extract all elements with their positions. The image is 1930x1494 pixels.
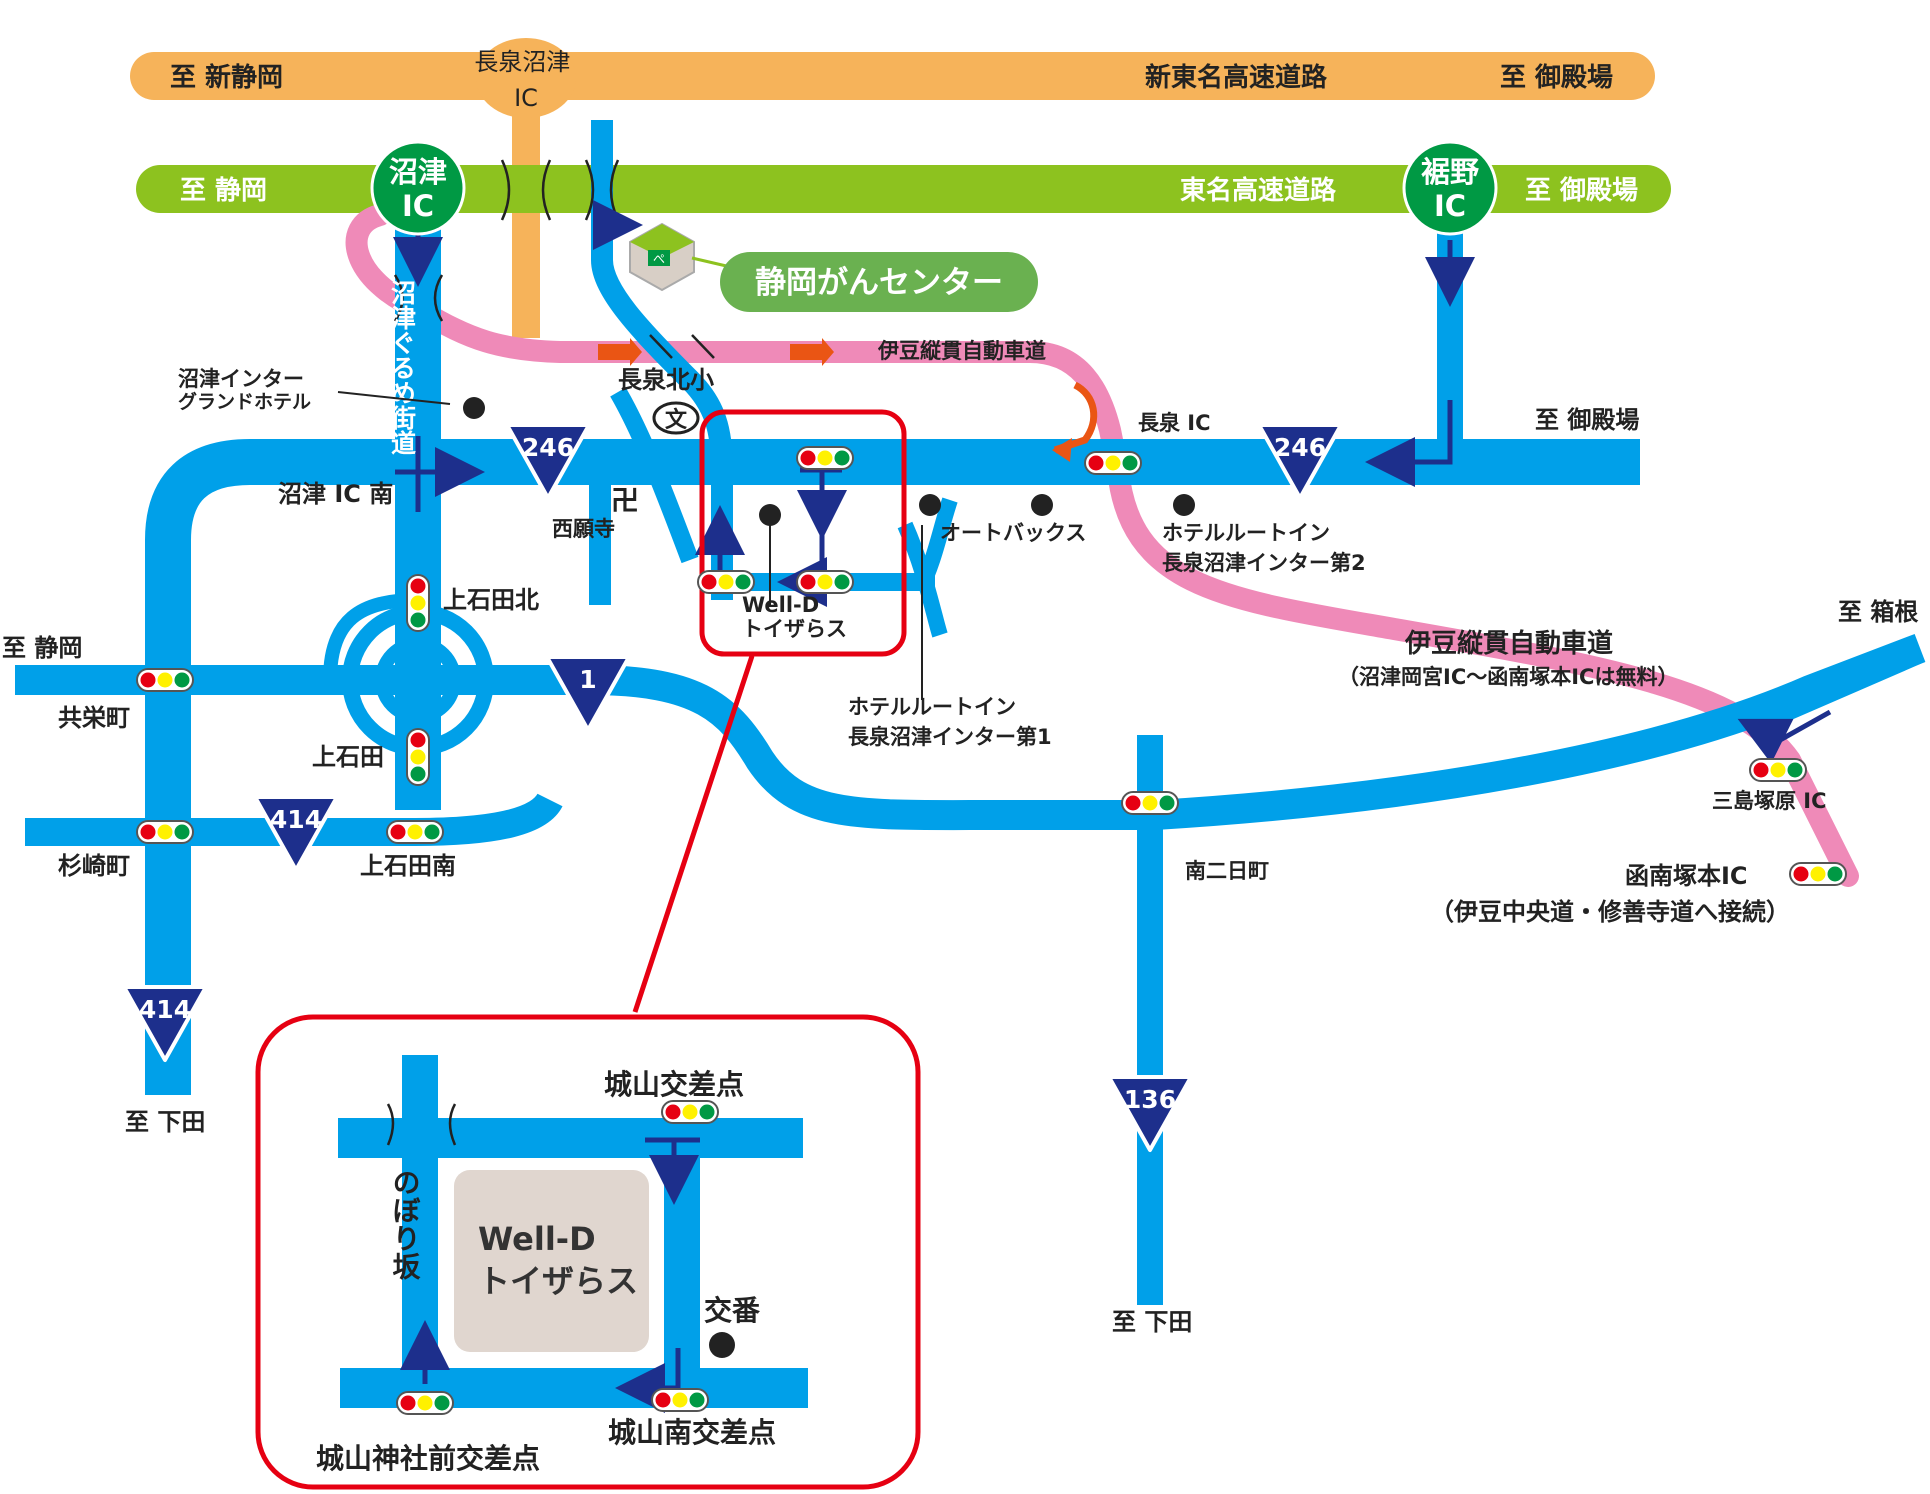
inset-koban: 交番 xyxy=(704,1294,761,1327)
svg-text:トイザらス: トイザらス xyxy=(742,617,847,641)
label-to-shizuoka-top: 至 静岡 xyxy=(180,175,267,206)
izu-jukan-expressway xyxy=(345,204,1859,887)
orange-arrows xyxy=(598,338,834,366)
svg-text:414: 414 xyxy=(139,995,191,1024)
tomei-expressway: 至 静岡 東名高速道路 至 御殿場 xyxy=(136,165,1671,213)
svg-text:トイザらス: トイザらス xyxy=(478,1262,638,1300)
highlight-box xyxy=(699,409,907,657)
route-1-road xyxy=(15,633,1926,831)
label-kamiishida: 上石田 xyxy=(312,743,384,771)
label-izu-jukan-note: （沼津岡宮IC〜函南塚本ICは無料） xyxy=(1338,665,1678,689)
inset-building xyxy=(454,1170,649,1352)
svg-text:1: 1 xyxy=(579,665,596,694)
marker-welld xyxy=(759,504,781,526)
orange-curve-arrowhead xyxy=(1052,438,1072,462)
label-shin-tomei: 新東名高速道路 xyxy=(1145,62,1328,93)
label-to-gotemba-246: 至 御殿場 xyxy=(1535,406,1639,434)
svg-text:136: 136 xyxy=(1124,1085,1176,1114)
route-1-shield: 1 xyxy=(545,655,631,732)
inset-road-right xyxy=(664,1150,700,1382)
inset-shiroyama: 城山交差点 xyxy=(604,1068,744,1101)
svg-text:文: 文 xyxy=(665,407,688,433)
label-nagaizumi-kita: 長泉北小 xyxy=(618,366,714,394)
shin-tomei-expressway: 至 新静岡 新東名高速道路 至 御殿場 xyxy=(130,52,1655,100)
label-izu-jukan-2: 伊豆縦貫自動車道 xyxy=(1404,628,1613,659)
marker-koban xyxy=(709,1332,735,1358)
label-welld: Well-D xyxy=(742,593,819,617)
orange-curve-arrow xyxy=(1053,381,1098,454)
numazu-ic: 沼津 IC xyxy=(370,140,466,236)
svg-text:長泉沼津インター第2: 長泉沼津インター第2 xyxy=(1162,551,1366,575)
cancer-center: ぺ 静岡がんセンター xyxy=(629,222,1038,312)
svg-text:ぺ: ぺ xyxy=(653,252,665,266)
inset-map: Well-D トイザらス のぼり坂 城山交差点 交番 城山南交差点 城山神社前交… xyxy=(255,1014,921,1490)
nagaizumi-connector xyxy=(512,90,540,338)
label-nagaizumi-ic: 長泉 IC xyxy=(1138,411,1211,435)
cancer-center-road xyxy=(591,120,733,600)
susono-ic: 裾野 IC xyxy=(1402,140,1498,236)
label-mishima-tsukahara: 三島塚原 IC xyxy=(1712,789,1827,813)
school-icon: 文 xyxy=(652,401,700,435)
marker-hotel-2-a xyxy=(1031,494,1053,516)
label-minami-futsukacho: 南二日町 xyxy=(1185,859,1269,883)
loop-ramp-2 xyxy=(375,637,461,723)
route-136-shield: 136 xyxy=(1107,1075,1193,1152)
label-cancer-center: 静岡がんセンター xyxy=(755,265,1003,301)
inset-shiroyama-jinja: 城山神社前交差点 xyxy=(316,1442,540,1475)
label-to-shizuoka: 至 静岡 xyxy=(2,634,82,662)
label-to-shimoda-right: 至 下田 xyxy=(1112,1308,1192,1336)
label-numazu-inter-hotel: 沼津インター xyxy=(178,367,304,391)
route-246-road xyxy=(145,439,1640,1095)
nagaizumi-kita-road xyxy=(610,387,699,564)
label-autobacs: オートバックス xyxy=(940,521,1086,545)
label-kyoeicho: 共栄町 xyxy=(58,704,130,732)
svg-text:グランドホテル: グランドホテル xyxy=(178,390,311,413)
svg-text:IC: IC xyxy=(402,189,434,223)
local-street-diag2 xyxy=(897,521,948,638)
marker-autobacs xyxy=(919,494,941,516)
nagaizumi-numazu-ic: 長泉沼津 IC xyxy=(474,38,577,118)
highlight-leader xyxy=(632,655,755,1013)
loop-ramp-3 xyxy=(323,593,419,681)
label-izu-jukan: 伊豆縦貫自動車道 xyxy=(877,339,1046,363)
svg-text:IC: IC xyxy=(1434,189,1466,223)
route-414-shield-top: 414 xyxy=(253,795,339,872)
route-246-shield-right: 246 xyxy=(1257,423,1343,500)
label-kannami-note: （伊豆中央道・修善寺道へ接続） xyxy=(1430,898,1790,926)
svg-text:414: 414 xyxy=(270,805,322,834)
label-hotel-1: ホテルルートイン xyxy=(848,695,1016,719)
label-to-gotemba-tomei: 至 御殿場 xyxy=(1525,175,1638,206)
label-susono-ic: 裾野 xyxy=(1421,155,1479,189)
center-icon xyxy=(648,250,670,266)
label-suginozakicho: 杉崎町 xyxy=(58,852,130,880)
label-tomei: 東名高速道路 xyxy=(1180,175,1337,206)
label-kannami-ic: 函南塚本IC xyxy=(1625,862,1748,890)
svg-text:246: 246 xyxy=(522,433,574,462)
inset-shiroyama-minami: 城山南交差点 xyxy=(608,1416,776,1449)
label-kamiishida-minami: 上石田南 xyxy=(360,852,456,880)
label-hotel-2: ホテルルートイン xyxy=(1162,521,1330,545)
label-numazu-ic-minami: 沼津 IC 南 xyxy=(278,480,393,508)
leader-line-grand-hotel xyxy=(337,391,451,405)
label-kamiishida-kita: 上石田北 xyxy=(443,586,539,614)
label-nagaizumi-numazu-ic: 長泉沼津 IC xyxy=(474,48,577,112)
inset-welld: Well-D xyxy=(478,1220,596,1258)
svg-text:長泉沼津インター第1: 長泉沼津インター第1 xyxy=(848,725,1052,749)
route-414-shield-bottom: 414 xyxy=(122,985,208,1062)
label-saiganji: 西願寺 xyxy=(552,517,615,541)
label-to-shimoda-left: 至 下田 xyxy=(125,1108,205,1136)
label-numazu-ic: 沼津 xyxy=(389,155,447,189)
label-to-hakone: 至 箱根 xyxy=(1838,598,1918,626)
label-gurume-kaido: 沼津ぐるめ街道 xyxy=(388,280,418,455)
marker-grand-hotel xyxy=(463,397,485,419)
label-to-shinshizuoka: 至 新静岡 xyxy=(170,62,283,93)
label-to-gotemba-top: 至 御殿場 xyxy=(1500,62,1613,93)
temple-icon: 卍 xyxy=(611,484,639,517)
marker-hotel-2 xyxy=(1173,494,1195,516)
inset-noborizaka: のぼり坂 xyxy=(389,1168,422,1281)
route-1-to-hakone xyxy=(1764,638,1926,727)
svg-text:246: 246 xyxy=(1274,433,1326,462)
route-246-shield-left: 246 xyxy=(505,423,591,500)
